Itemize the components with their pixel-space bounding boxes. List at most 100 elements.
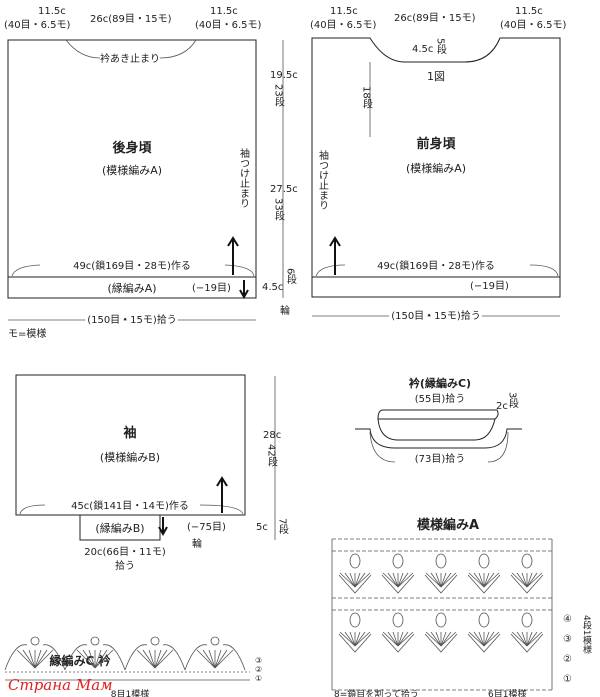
- back-lower-height: 27.5c: [270, 184, 298, 195]
- sleeve-height: 28c: [263, 430, 281, 441]
- crochet-symbol: [349, 612, 361, 628]
- back-pattern: (模様編みA): [102, 163, 162, 177]
- crochet-symbol: [483, 572, 500, 588]
- crochet-symbol: [430, 572, 442, 588]
- sleeve-decrease: (−75目): [187, 522, 226, 533]
- crochet-symbol: [478, 631, 485, 647]
- crochet-symbol: [142, 649, 156, 669]
- crochet-symbol: [526, 572, 533, 588]
- crochet-symbol: [382, 572, 399, 588]
- front-body-piece: 11.5c (40目・6.5モ) 26c(89目・15モ) 11.5c (40目…: [310, 6, 567, 325]
- front-center-width: 26c(89目・15モ): [394, 13, 476, 24]
- front-pickup: (150目・15モ)拾う: [391, 309, 481, 322]
- edge-c-row-2: ②: [255, 665, 262, 674]
- crochet-symbol: [468, 631, 485, 647]
- back-left-stitches: (40目・6.5モ): [4, 20, 71, 31]
- back-lower-rows: 33段: [273, 198, 285, 222]
- sleeve-ring: 輪: [192, 537, 202, 550]
- legend: モ=模様: [8, 327, 46, 340]
- back-center-width: 26c(89目・15モ): [90, 14, 172, 25]
- crochet-symbol: [94, 649, 114, 669]
- crochet-symbol: [4, 644, 66, 671]
- crochet-symbol: [148, 649, 156, 669]
- crochet-symbol: [392, 553, 404, 569]
- crochet-symbol: [82, 649, 96, 669]
- back-band-rows: 6段: [285, 268, 297, 285]
- crochet-symbol: [34, 649, 48, 669]
- pattern-a-repeat: 4段1模様: [581, 615, 592, 653]
- crochet-symbol: [90, 636, 100, 646]
- crochet-symbol: [516, 631, 528, 647]
- crochet-symbol: [440, 631, 447, 647]
- pattern-a-row-2: ②: [563, 654, 572, 665]
- crochet-symbol: [435, 612, 447, 628]
- crochet-symbol: [526, 572, 543, 588]
- crochet-symbol: [392, 631, 399, 647]
- crochet-symbol: [467, 633, 501, 653]
- crochet-symbol: [154, 649, 168, 669]
- crochet-symbol: [28, 649, 36, 669]
- crochet-symbol: [338, 574, 372, 594]
- back-chain: 49c(鎖169目・28モ)作る: [73, 259, 191, 272]
- pattern-a-row-3: ③: [563, 634, 572, 645]
- sleeve-pickup: 拾う: [115, 559, 135, 572]
- crochet-symbol: [478, 612, 490, 628]
- collar-title: 衿(縁編みC): [409, 376, 471, 390]
- crochet-symbol: [424, 574, 458, 594]
- crochet-symbol: [483, 631, 500, 647]
- pattern-a-title: 模様編みA: [417, 517, 479, 533]
- front-pattern: (模様編みA): [406, 161, 466, 175]
- crochet-symbol: [196, 649, 216, 669]
- back-upper-rows: 23段: [273, 84, 285, 108]
- edge-c-repeat: 8目1模様: [111, 688, 149, 697]
- crochet-symbol: [392, 572, 399, 588]
- crochet-symbol: [397, 631, 409, 647]
- front-sleeve-stop: 袖つけ止まり: [317, 149, 329, 210]
- crochet-symbol: [154, 649, 162, 669]
- crochet-symbol: [440, 572, 452, 588]
- crochet-symbol: [381, 633, 415, 653]
- front-chain: 49c(鎖169目・28モ)作る: [377, 259, 495, 272]
- crochet-symbol: [397, 631, 404, 647]
- pattern-a-row-4: ④: [563, 614, 572, 625]
- watermark: Страна Мам: [8, 676, 113, 694]
- crochet-symbol: [387, 572, 399, 588]
- crochet-symbol: [424, 633, 458, 653]
- crochet-symbol: [397, 631, 414, 647]
- crochet-symbol: [440, 572, 457, 588]
- crochet-symbol: [154, 649, 174, 669]
- edge-c-row-1: ①: [255, 674, 262, 683]
- crochet-symbol: [339, 572, 356, 588]
- edge-c-chart: 縁編みC 衿 ③ ② ① 8目1模様: [4, 636, 262, 697]
- crochet-symbol: [349, 631, 356, 647]
- pattern-a-repeat-stitches: 6目1模様: [488, 688, 526, 697]
- crochet-symbol: [30, 636, 40, 646]
- pattern-a-note: 8=鎖目を割って拾う: [334, 688, 419, 697]
- crochet-symbol: [526, 631, 538, 647]
- collar-rows: 3段: [507, 392, 519, 409]
- crochet-symbol: [354, 572, 366, 588]
- crochet-symbol: [339, 631, 356, 647]
- front-left-width: 11.5c: [330, 6, 358, 17]
- crochet-symbol: [526, 631, 543, 647]
- crochet-symbol: [473, 572, 485, 588]
- crochet-symbol: [468, 572, 485, 588]
- crochet-symbol: [478, 572, 485, 588]
- crochet-symbol: [22, 649, 36, 669]
- back-ring: 輪: [280, 304, 290, 317]
- crochet-symbol: [208, 649, 216, 669]
- crochet-symbol: [214, 649, 234, 669]
- collar-inner-pickup: (55目)拾う: [415, 392, 466, 405]
- crochet-symbol: [526, 572, 538, 588]
- crochet-symbol: [349, 553, 361, 569]
- crochet-symbol: [516, 572, 528, 588]
- crochet-symbol: [467, 574, 501, 594]
- crochet-symbol: [136, 649, 156, 669]
- crochet-symbol: [483, 631, 495, 647]
- front-decrease: (−19目): [470, 281, 509, 292]
- sleeve-band-height: 5c: [256, 522, 268, 533]
- crochet-symbol: [88, 649, 96, 669]
- crochet-symbol: [521, 612, 533, 628]
- crochet-symbol: [425, 572, 442, 588]
